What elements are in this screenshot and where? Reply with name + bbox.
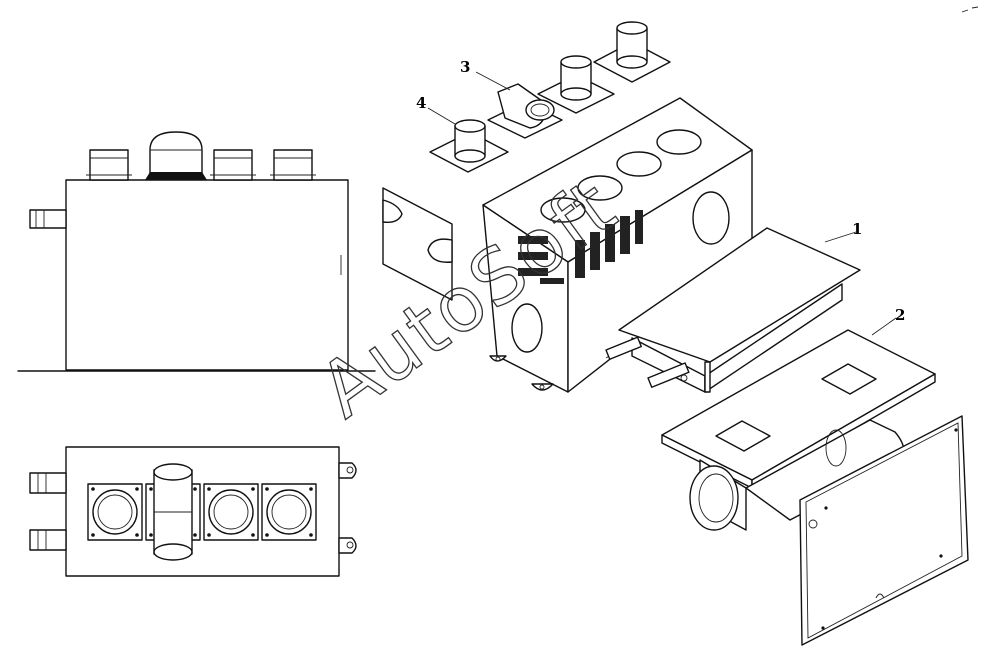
top-flange-4 (261, 483, 317, 541)
back-cover-panel (799, 415, 969, 646)
top-pipe-upper (29, 472, 67, 494)
leader-4 (427, 107, 456, 125)
heat-exchanger-core (605, 227, 861, 393)
side-outlet-1 (86, 149, 132, 181)
leader-2 (871, 317, 897, 336)
mounting-foot (489, 355, 507, 362)
bracket-plate (382, 187, 453, 301)
mounting-foot (531, 383, 554, 391)
side-hole (692, 191, 730, 245)
side-outlet-3 (210, 149, 256, 181)
side-view (17, 131, 376, 372)
louvers (518, 210, 643, 284)
leader-1 (824, 231, 857, 243)
side-outlet-4 (270, 149, 316, 181)
side-hole (511, 303, 543, 353)
top-flange-elbow (145, 463, 201, 561)
top-hole (656, 129, 702, 155)
callout-2: 2 (895, 306, 905, 324)
core-top-plate (618, 227, 861, 363)
top-hole (540, 197, 586, 223)
outlet-4 (429, 119, 509, 173)
mount-ear-lower (338, 537, 357, 554)
main-housing (482, 97, 753, 393)
top-flange-3 (203, 483, 259, 541)
leader-3 (475, 71, 511, 91)
top-pipe-lower (29, 529, 67, 551)
callout-1: 1 (852, 220, 862, 238)
callout-4: 4 (416, 94, 426, 112)
top-hole (577, 175, 623, 201)
top-hole (616, 151, 662, 177)
corner-mark (961, 6, 979, 13)
top-flange-1 (87, 483, 143, 541)
callout-3: 3 (460, 58, 470, 76)
top-view (29, 446, 357, 577)
outlet-5 (537, 55, 615, 114)
side-outlet-elbow (145, 131, 207, 180)
side-pipe-stub (29, 209, 67, 229)
outlet-3-elbow (487, 83, 563, 139)
blower-housing (661, 329, 936, 531)
side-view-body (65, 179, 349, 371)
outlet-6 (593, 21, 671, 83)
mount-ear-upper (338, 462, 357, 479)
